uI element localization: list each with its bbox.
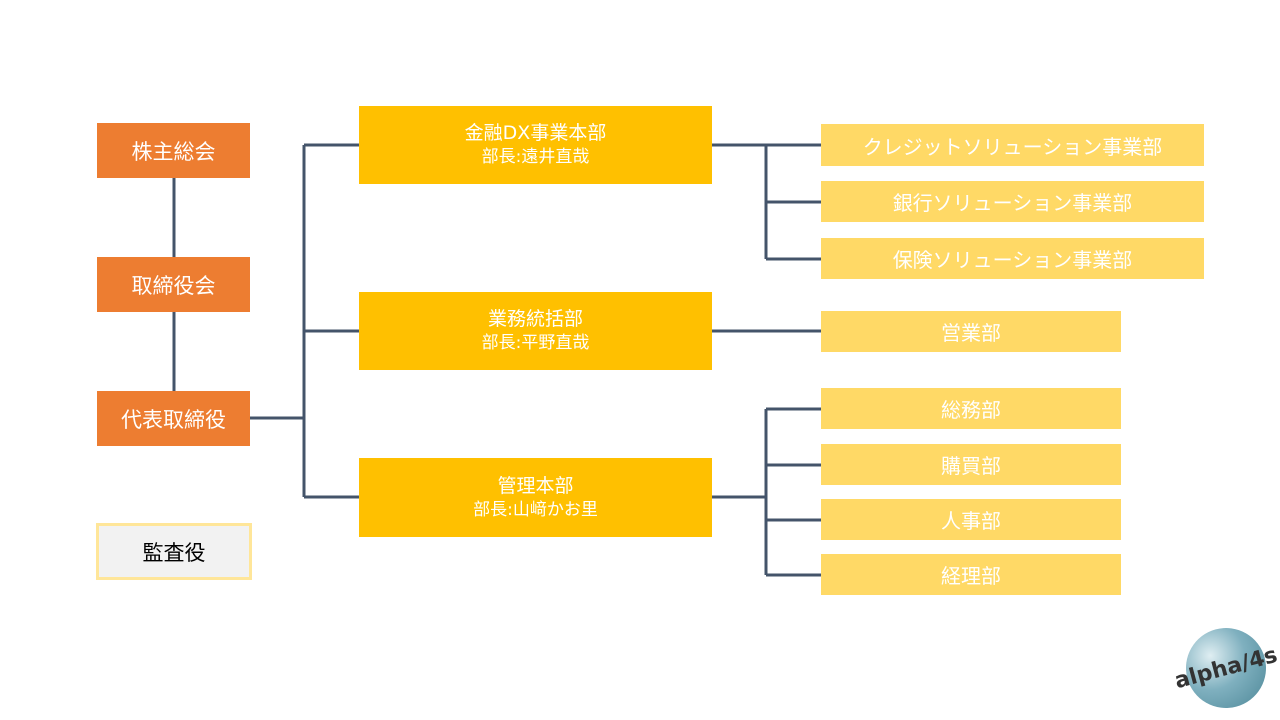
box-label: 代表取締役 [121, 407, 226, 432]
division-head: 部長:平野直哉 [481, 333, 590, 353]
box-label: 株主総会 [131, 139, 216, 164]
shareholders-meeting-box: 株主総会 [97, 123, 250, 178]
department-name: 銀行ソリューション事業部 [892, 191, 1133, 215]
department-box: 人事部 [821, 499, 1121, 540]
division-box-financial-dx: 金融DX事業本部 部長:遠井直哉 [359, 106, 712, 184]
division-head: 部長:山﨑かお里 [473, 499, 598, 520]
department-box: 経理部 [821, 554, 1121, 595]
box-label: 監査役 [142, 540, 206, 565]
division-name: 管理本部 [497, 474, 574, 497]
auditor-box: 監査役 [96, 523, 252, 580]
department-box: 営業部 [821, 311, 1121, 352]
division-name: 業務統括部 [487, 308, 583, 330]
division-box-administration: 管理本部 部長:山﨑かお里 [359, 458, 712, 537]
box-label: 取締役会 [131, 273, 216, 298]
department-name: 保険ソリューション事業部 [892, 248, 1133, 272]
department-name: 購買部 [941, 454, 1001, 478]
department-box: 購買部 [821, 444, 1121, 485]
department-name: クレジットソリューション事業部 [862, 134, 1163, 159]
board-box: 取締役会 [97, 257, 250, 312]
department-box: クレジットソリューション事業部 [821, 124, 1204, 166]
division-head: 部長:遠井直哉 [481, 147, 590, 167]
department-name: 総務部 [941, 398, 1001, 422]
department-name: 営業部 [941, 321, 1001, 345]
division-box-operations: 業務統括部 部長:平野直哉 [359, 292, 712, 370]
ceo-box: 代表取締役 [97, 391, 250, 446]
department-box: 総務部 [821, 388, 1121, 429]
department-box: 保険ソリューション事業部 [821, 238, 1204, 279]
division-name: 金融DX事業本部 [464, 122, 607, 144]
department-name: 経理部 [941, 564, 1001, 588]
department-box: 銀行ソリューション事業部 [821, 181, 1204, 222]
department-name: 人事部 [941, 509, 1001, 533]
